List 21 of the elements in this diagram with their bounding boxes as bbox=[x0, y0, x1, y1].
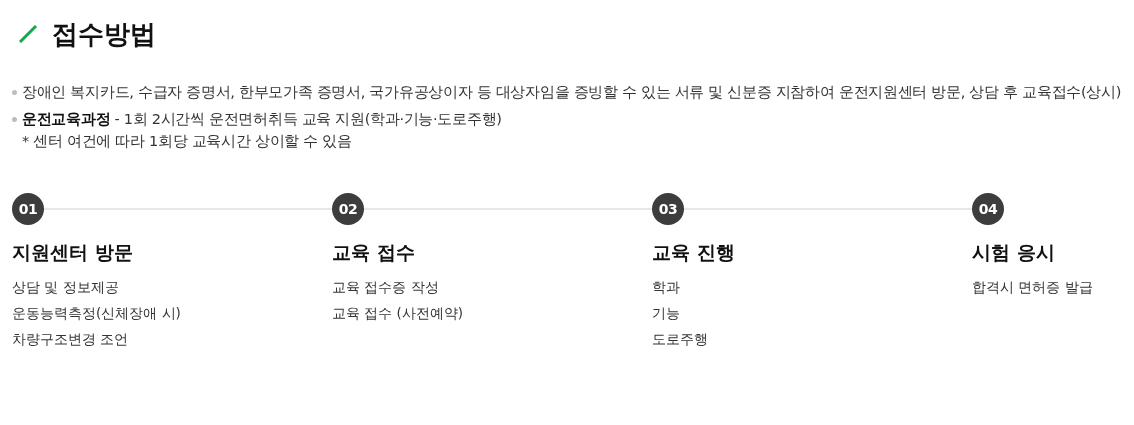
step-item: 교육 접수증 작성 bbox=[332, 278, 439, 297]
step-item: 도로주행 bbox=[652, 330, 708, 349]
step-heading: 교육 진행 bbox=[652, 240, 735, 265]
step-item: 운동능력측정(신체장애 시) bbox=[12, 304, 181, 323]
step-number-circle: 03 bbox=[652, 193, 684, 225]
step-number-circle: 02 bbox=[332, 193, 364, 225]
step-item: 상담 및 정보제공 bbox=[12, 278, 119, 297]
bullet-text: 운전교육과정 - 1회 2시간씩 운전면허취득 교육 지원(학과·기능·도로주행) bbox=[22, 110, 502, 129]
step-heading: 교육 접수 bbox=[332, 240, 415, 265]
step-number-circle: 04 bbox=[972, 193, 1004, 225]
step-item: 차량구조변경 조언 bbox=[12, 330, 129, 349]
step-item: 기능 bbox=[652, 304, 680, 323]
note-text: * 센터 여건에 따라 1회당 교육시간 상이할 수 있음 bbox=[22, 132, 352, 151]
page-title: 접수방법 bbox=[52, 18, 156, 51]
step-item: 합격시 면허증 발급 bbox=[972, 278, 1093, 297]
step-item: 교육 접수 (사전예약) bbox=[332, 304, 464, 323]
step-item: 학과 bbox=[652, 278, 680, 297]
step-heading: 시험 응시 bbox=[972, 240, 1055, 265]
step-heading: 지원센터 방문 bbox=[12, 240, 133, 265]
step-number-circle: 01 bbox=[12, 193, 44, 225]
bullet-text: 장애인 복지카드, 수급자 증명서, 한부모가족 증명서, 국가유공상이자 등 대상자임을 증빙할 수 있는 서류 및 신분증 지참하여 운전지원센터 방문, 상담 후 교육접수(상시) bbox=[22, 83, 1122, 102]
